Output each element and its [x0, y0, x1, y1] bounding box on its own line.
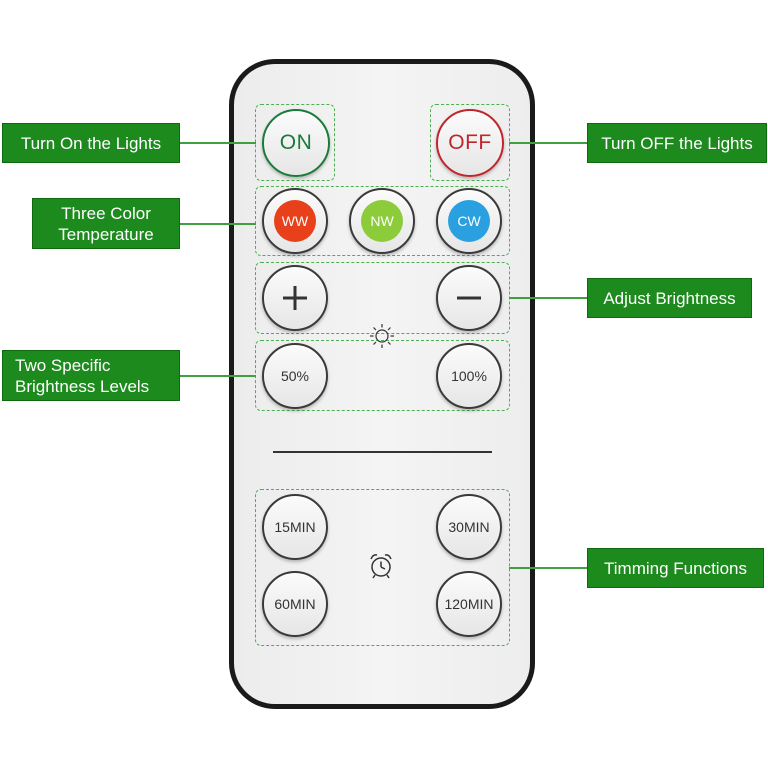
timer-15min-label: 15MIN: [274, 519, 316, 535]
off-button[interactable]: OFF: [436, 109, 504, 177]
on-button[interactable]: ON: [262, 109, 330, 177]
sun-icon: [370, 324, 394, 348]
color-temperature-group: [255, 186, 510, 256]
brightness-up-button[interactable]: [262, 265, 328, 331]
warm-white-label: WW: [281, 213, 309, 229]
callout-brightness-levels: Two Specific Brightness Levels: [2, 350, 180, 401]
callout-adjust-brightness-text: Adjust Brightness: [603, 288, 736, 308]
connector-color-temp: [180, 223, 256, 225]
callout-timing-text: Timming Functions: [604, 558, 747, 578]
natural-white-button[interactable]: NW: [349, 188, 415, 254]
alarm-clock-icon: [370, 554, 392, 579]
minus-icon: [457, 296, 481, 300]
timer-60min-button[interactable]: 60MIN: [262, 571, 328, 637]
timer-120min-button[interactable]: 120MIN: [436, 571, 502, 637]
connector-adjust-brightness: [509, 297, 587, 299]
off-button-label: OFF: [448, 131, 492, 154]
plus-icon: [283, 286, 307, 310]
warm-white-button[interactable]: WW: [262, 188, 328, 254]
divider-line: [273, 451, 492, 453]
cool-white-indicator: CW: [448, 200, 490, 242]
callout-color-temperature-line2: Temperature: [58, 224, 154, 244]
callout-turn-off: Turn OFF the Lights: [587, 123, 767, 163]
callout-turn-on: Turn On the Lights: [2, 123, 180, 163]
on-button-label: ON: [279, 131, 313, 154]
callout-timing: Timming Functions: [587, 548, 764, 588]
brightness-50-button[interactable]: 50%: [262, 343, 328, 409]
cool-white-button[interactable]: CW: [436, 188, 502, 254]
timer-30min-label: 30MIN: [448, 519, 490, 535]
brightness-100-button[interactable]: 100%: [436, 343, 502, 409]
connector-turn-off: [509, 142, 587, 144]
warm-white-indicator: WW: [274, 200, 316, 242]
timer-30min-button[interactable]: 30MIN: [436, 494, 502, 560]
timer-15min-button[interactable]: 15MIN: [262, 494, 328, 560]
callout-brightness-levels-line2: Brightness Levels: [15, 376, 150, 396]
brightness-50-label: 50%: [280, 368, 310, 384]
callout-brightness-levels-line1: Two Specific: [15, 355, 111, 375]
callout-adjust-brightness: Adjust Brightness: [587, 278, 752, 318]
cool-white-label: CW: [457, 213, 481, 229]
callout-turn-off-text: Turn OFF the Lights: [601, 133, 753, 153]
connector-turn-on: [180, 142, 256, 144]
brightness-100-label: 100%: [451, 368, 487, 384]
connector-brightness-levels: [180, 375, 256, 377]
connector-timing: [509, 567, 587, 569]
timer-60min-label: 60MIN: [274, 596, 316, 612]
natural-white-indicator: NW: [361, 200, 403, 242]
brightness-down-button[interactable]: [436, 265, 502, 331]
callout-turn-on-text: Turn On the Lights: [20, 133, 162, 153]
natural-white-label: NW: [370, 213, 394, 229]
callout-color-temperature-line1: Three Color: [61, 203, 151, 223]
callout-color-temperature: Three Color Temperature: [32, 198, 180, 249]
timer-120min-label: 120MIN: [444, 596, 494, 612]
